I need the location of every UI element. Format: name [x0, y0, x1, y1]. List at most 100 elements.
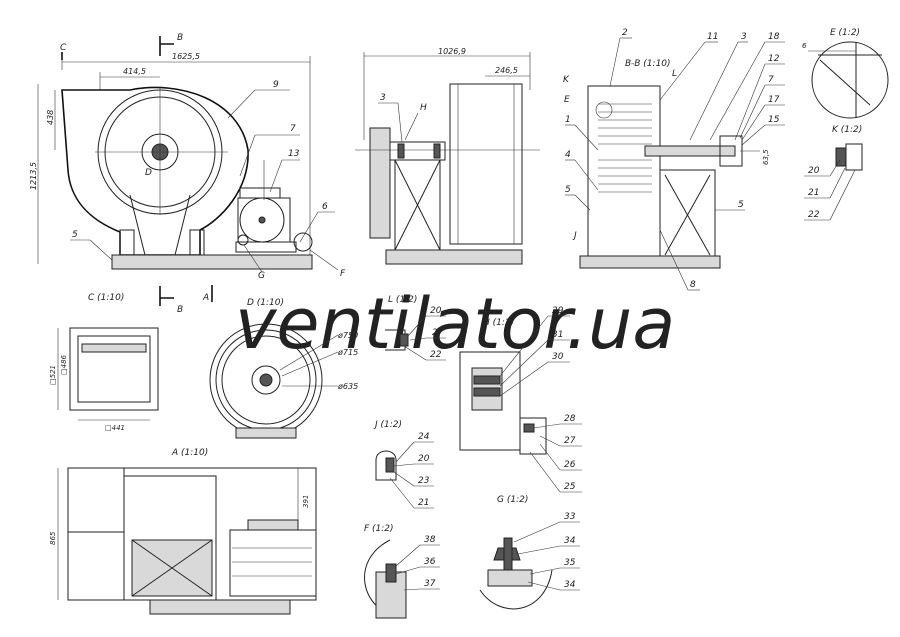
section-bb: B-B (1:10) 63,5 K E L J — [563, 59, 770, 269]
callout-sec-2: 2 — [622, 28, 628, 38]
title-detail-f: F (1:2) — [364, 524, 394, 534]
title-view-a: A (1:10) — [171, 448, 208, 458]
dim-side-width: 1026,9 — [438, 47, 466, 56]
dim-view-a-391: 391 — [302, 495, 310, 508]
marker-b-bottom: B — [177, 305, 183, 315]
letter-j: J — [572, 231, 577, 241]
view-a: A (1:10) 391 865 — [49, 448, 317, 615]
title-detail-l: L (1:2) — [388, 295, 417, 305]
marker-b-top: B — [177, 33, 183, 43]
callout-side-3: 3 — [380, 93, 386, 103]
detail-g: G (1:2) 33 34 35 34 — [479, 495, 580, 610]
detail-e: E (1:2) 6 — [802, 28, 889, 119]
callout-h-25: 25 — [564, 482, 576, 492]
title-detail-j: J (1:2) — [373, 420, 402, 430]
dim-front-height: 1213,5 — [29, 162, 38, 190]
callout-j-23: 23 — [418, 476, 430, 486]
callout-h-31: 31 — [552, 330, 563, 340]
callout-sec-5b: 5 — [738, 200, 744, 210]
marker-c: C — [60, 43, 67, 53]
dim-front-width: 1625,5 — [172, 52, 200, 61]
watermark: ventilator.ua — [235, 283, 675, 365]
dim-view-a-865: 865 — [49, 531, 57, 545]
callout-front-7: 7 — [290, 124, 296, 134]
callout-sec-11: 11 — [707, 32, 718, 42]
callout-h-26: 26 — [564, 460, 576, 470]
section-callouts: 2 11 3 18 12 7 17 15 1 4 5 5 8 — [565, 28, 785, 291]
dim-front-outlet-height: 438 — [46, 110, 55, 125]
callout-l-20: 20 — [430, 306, 442, 316]
title-detail-e: E (1:2) — [830, 28, 860, 38]
title-detail-g: G (1:2) — [497, 495, 528, 505]
callout-l-2: 2 — [432, 328, 438, 338]
dim-view-c-486: □486 — [60, 354, 68, 375]
title-detail-k: K (1:2) — [832, 125, 862, 135]
callout-front-5: 5 — [72, 230, 78, 240]
dim-detail-e: 6 — [802, 42, 807, 50]
letter-f: F — [340, 269, 346, 279]
title-detail-h: H (1:2) — [483, 318, 514, 328]
dim-shaft: 63,5 — [762, 149, 770, 165]
callout-k-20: 20 — [808, 166, 820, 176]
dim-view-c-441: □441 — [105, 424, 125, 432]
impeller-blades — [598, 103, 652, 193]
callout-g-35: 35 — [564, 558, 576, 568]
callout-h-28: 28 — [564, 414, 576, 424]
callout-front-13: 13 — [288, 149, 300, 159]
callout-sec-15: 15 — [768, 115, 780, 125]
callout-f-37: 37 — [424, 579, 436, 589]
callout-f-38: 38 — [424, 535, 436, 545]
title-section-bb: B-B (1:10) — [625, 59, 671, 69]
callout-h-27: 27 — [564, 436, 576, 446]
title-view-d: D (1:10) — [247, 298, 284, 308]
callout-sec-1: 1 — [565, 115, 571, 125]
callout-g-34a: 34 — [564, 536, 576, 546]
letter-d-front: D — [145, 168, 152, 178]
detail-k: K (1:2) 20 21 22 — [804, 125, 863, 221]
letter-k: K — [563, 75, 570, 85]
detail-l: L (1:2) 20 2 22 — [385, 295, 446, 361]
dim-view-d-635: ø635 — [337, 382, 358, 391]
dim-view-d-750: ø750 — [337, 331, 358, 340]
letter-e: E — [564, 95, 570, 105]
dim-view-d-715: ø715 — [337, 348, 358, 357]
side-view: 1026,9 246,5 3 H — [355, 47, 540, 265]
detail-h: H (1:2) 29 31 30 28 27 26 25 — [459, 306, 582, 493]
callout-sec-3: 3 — [741, 32, 747, 42]
callout-sec-12: 12 — [768, 54, 780, 64]
dim-side-outlet: 246,5 — [495, 66, 518, 75]
dim-front-outlet: 414,5 — [123, 67, 146, 76]
title-view-c: C (1:10) — [88, 293, 124, 303]
callout-sec-8: 8 — [690, 280, 696, 290]
callout-sec-7: 7 — [768, 75, 774, 85]
letter-l: L — [672, 69, 677, 79]
callout-front-6: 6 — [322, 202, 328, 212]
callout-h-30: 30 — [552, 352, 564, 362]
callout-l-22: 22 — [430, 350, 442, 360]
dim-view-c-521: □521 — [49, 365, 57, 385]
callout-front-9: 9 — [273, 80, 279, 90]
callout-h-29: 29 — [552, 306, 564, 316]
callout-j-20: 20 — [418, 454, 430, 464]
callout-sec-5a: 5 — [565, 185, 571, 195]
letter-g: G — [258, 271, 265, 281]
detail-j: J (1:2) 24 20 23 21 — [373, 420, 434, 509]
callout-k-21: 21 — [808, 188, 819, 198]
section-markers: C B B A — [60, 33, 213, 315]
front-callouts: D 9 7 13 6 5 G F — [70, 80, 346, 281]
callout-f-36: 36 — [424, 557, 436, 567]
callout-g-34b: 34 — [564, 580, 576, 590]
callout-sec-17: 17 — [768, 95, 780, 105]
view-d: D (1:10) ø750 ø715 ø635 — [209, 298, 358, 439]
callout-g-33: 33 — [564, 512, 576, 522]
callout-j-24: 24 — [418, 432, 430, 442]
callout-sec-4: 4 — [565, 150, 571, 160]
detail-f: F (1:2) 38 36 37 — [364, 524, 440, 619]
callout-k-22: 22 — [808, 210, 820, 220]
callout-sec-18: 18 — [768, 32, 780, 42]
callout-j-21: 21 — [418, 498, 429, 508]
front-view: 1625,5 414,5 1213,5 438 — [29, 52, 313, 270]
letter-h: H — [420, 103, 427, 113]
marker-a: A — [202, 293, 209, 303]
